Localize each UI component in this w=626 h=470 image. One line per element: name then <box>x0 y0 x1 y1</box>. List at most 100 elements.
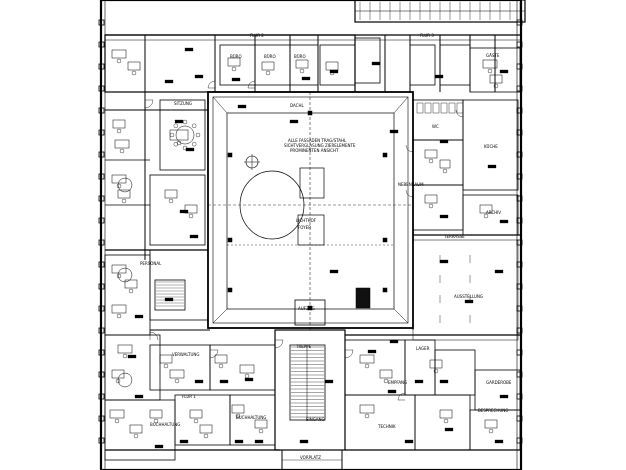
verwaltung-label: VERWALTUNG <box>172 352 200 357</box>
chair <box>483 213 489 219</box>
column <box>516 63 523 70</box>
room-tag <box>499 69 509 74</box>
meeting-room-2 <box>469 409 521 451</box>
column <box>516 393 523 400</box>
room-tag <box>299 439 309 444</box>
chair <box>443 418 449 424</box>
lichthof-label: LICHTHOF <box>296 218 317 223</box>
plan-line <box>212 96 228 114</box>
atrium-column <box>227 237 233 243</box>
desk <box>439 159 451 169</box>
room-tag <box>367 349 377 354</box>
chair <box>244 373 250 379</box>
desk <box>231 404 245 414</box>
chair <box>299 68 305 74</box>
room-tag <box>194 74 204 79</box>
desk <box>199 424 213 434</box>
service-room <box>439 44 471 86</box>
door-swing <box>344 349 354 359</box>
atrium-desk <box>299 167 325 199</box>
desk <box>254 419 268 429</box>
desk <box>479 204 493 214</box>
room-tag <box>301 76 311 81</box>
wc-cabin <box>432 102 440 114</box>
meeting-table <box>175 125 195 145</box>
room-tag <box>154 444 164 449</box>
desk <box>117 344 133 354</box>
wc-cabin <box>440 102 448 114</box>
desk <box>111 264 127 274</box>
wc-cabin <box>424 102 432 114</box>
chair <box>364 363 370 369</box>
room-tag <box>134 314 144 319</box>
room-tag <box>164 79 174 84</box>
desk <box>439 409 453 419</box>
room-tag <box>389 339 399 344</box>
column <box>98 415 105 422</box>
column <box>98 349 105 356</box>
chair <box>235 413 241 419</box>
desk <box>127 61 141 71</box>
chair <box>265 70 271 76</box>
desk <box>109 409 125 419</box>
chair <box>188 213 194 219</box>
chair <box>488 428 494 434</box>
archiv-label: ARCHIV <box>486 210 501 215</box>
aufzug-label: AUFZUG <box>298 306 315 311</box>
room-tag <box>174 119 184 124</box>
atrium-note: ALLE FASSADEN TRAG/STAHL <box>288 138 347 143</box>
atrium-round-element <box>239 170 305 240</box>
chair <box>163 363 169 369</box>
chair <box>433 368 439 374</box>
wc-label: WC <box>432 124 439 129</box>
room-tag <box>389 129 399 134</box>
room-tag <box>254 439 264 444</box>
wc-cabin <box>448 102 456 114</box>
chair <box>231 66 237 72</box>
atrium-note-3: PROMINENTEN ANSICHT <box>290 148 339 153</box>
lager-label: LAGER <box>416 346 430 351</box>
chair <box>153 418 159 424</box>
reception-room <box>344 339 406 396</box>
stair-core <box>154 279 186 311</box>
room-tag <box>387 389 397 394</box>
buero-2-label: BÜRO <box>264 54 276 59</box>
desk <box>149 409 163 419</box>
accounting-room <box>104 399 176 461</box>
desk <box>359 354 375 364</box>
column <box>98 327 105 334</box>
chair <box>174 378 180 384</box>
flur-1-label: FLUR 1 <box>182 394 196 399</box>
wc-room <box>412 99 464 141</box>
desk <box>429 359 443 369</box>
door-swing <box>397 392 406 401</box>
room-tag <box>289 119 299 124</box>
desk <box>159 354 173 364</box>
desk <box>239 364 255 374</box>
walls-layer <box>98 0 526 470</box>
plan-line <box>393 96 409 114</box>
eingang-label: EINGANG <box>306 417 325 422</box>
flur-3-label: FLUR 3 <box>420 33 434 38</box>
room-tag <box>414 379 424 384</box>
desk <box>169 369 185 379</box>
desk <box>111 174 127 184</box>
column <box>98 283 105 290</box>
column <box>98 371 105 378</box>
personal-label: PERSONAL <box>140 261 162 266</box>
chair <box>133 433 139 439</box>
terrasse-label: TERRASSE <box>443 234 465 239</box>
room-tag <box>185 147 195 152</box>
room-tag <box>179 209 189 214</box>
atrium-object <box>297 214 325 246</box>
garderobe-label: GARDEROBE <box>486 380 512 385</box>
column <box>516 371 523 378</box>
door-swing <box>207 80 216 89</box>
desk <box>227 57 241 67</box>
desk <box>164 189 178 199</box>
room-tag <box>194 379 204 384</box>
atrium-inner <box>212 96 409 324</box>
room-tag <box>439 259 449 264</box>
chair <box>168 198 174 204</box>
column <box>516 239 523 246</box>
